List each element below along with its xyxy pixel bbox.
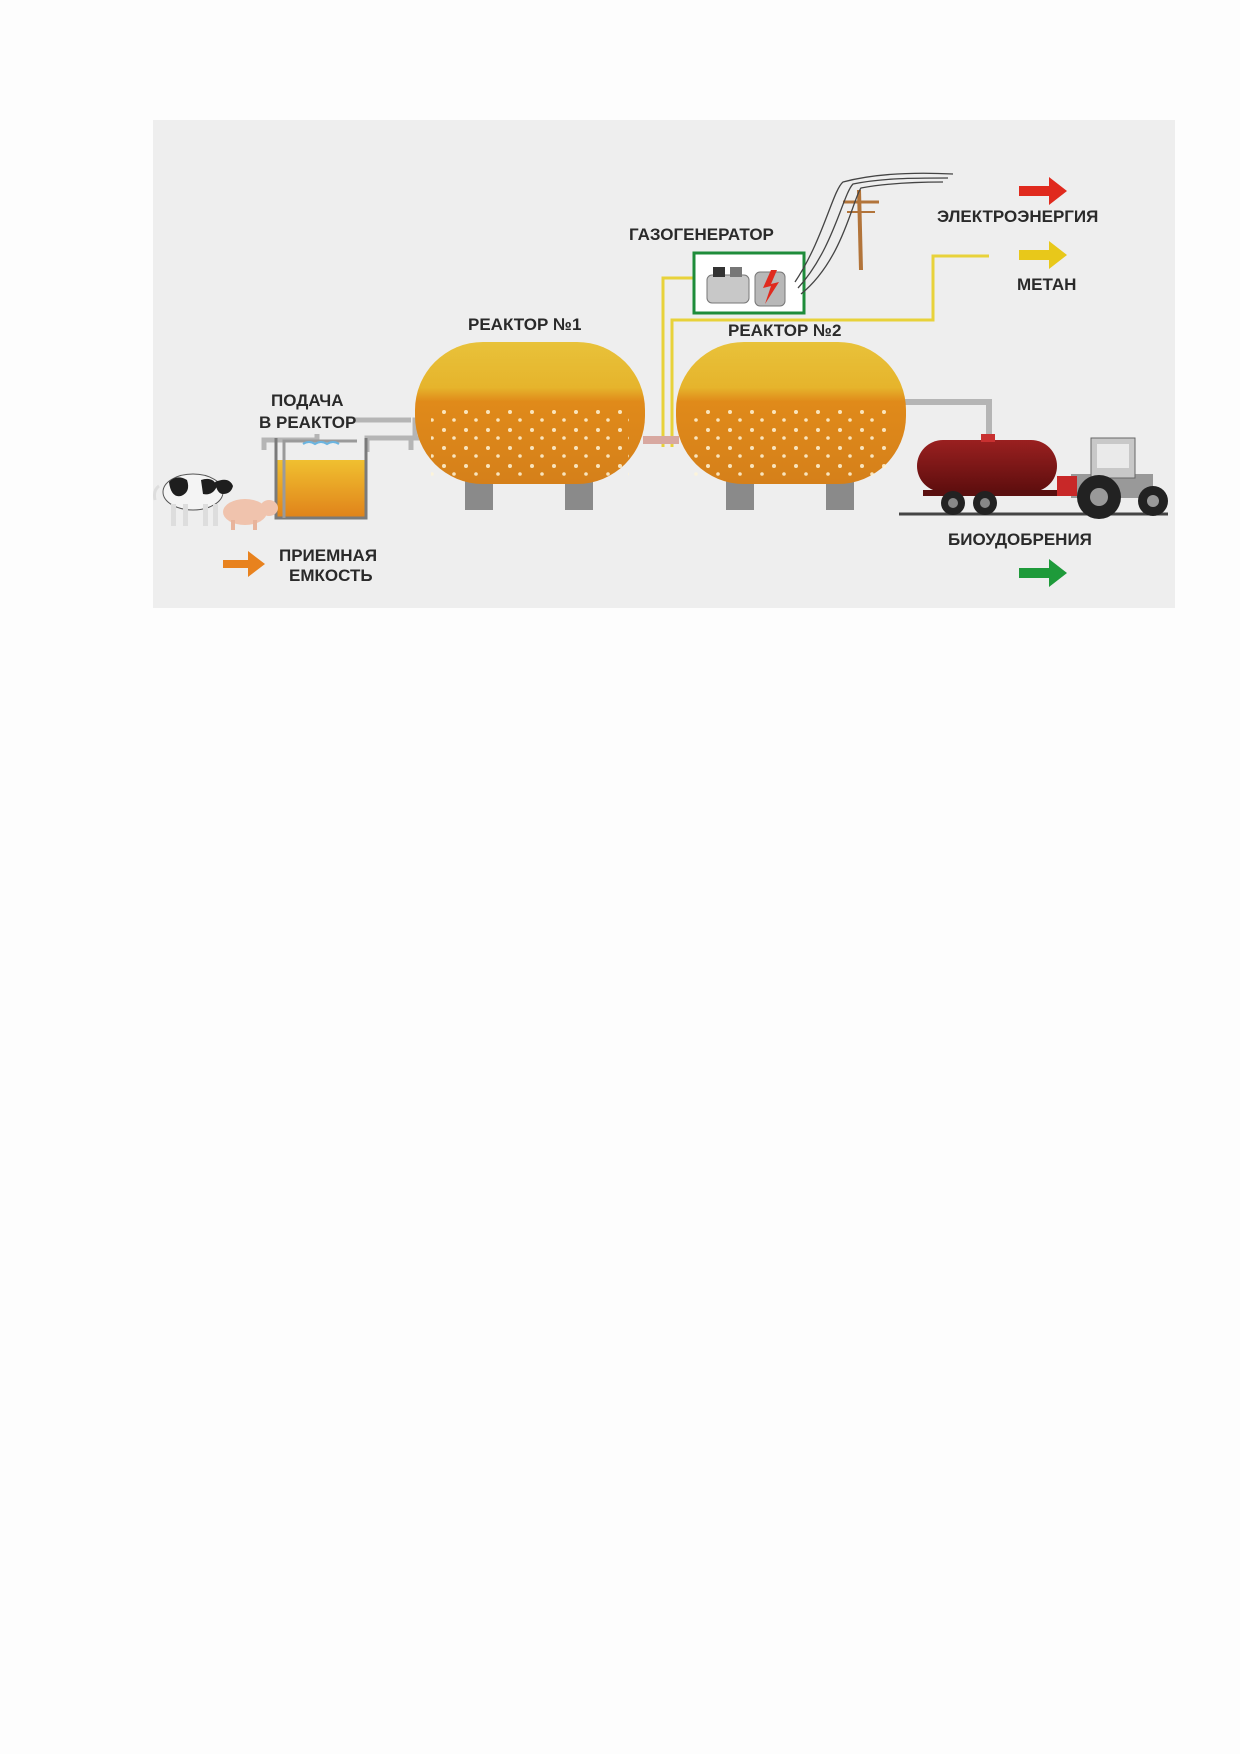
reactor1-supports xyxy=(465,480,593,510)
methane-arrow xyxy=(1019,241,1067,269)
generator-icon xyxy=(692,251,806,315)
power-cables xyxy=(794,172,954,295)
cow-icon xyxy=(153,473,233,526)
receiving-tank xyxy=(274,438,368,520)
label-electricity: ЭЛЕКТРОЭНЕРГИЯ xyxy=(937,207,1098,226)
tractor-icon xyxy=(1057,437,1168,519)
label-receiving-tank-line2: ЕМКОСТЬ xyxy=(289,566,373,585)
reactor2-supports xyxy=(726,480,854,510)
label-gas-generator: ГАЗОГЕНЕРАТОР xyxy=(629,225,774,244)
reactor-2 xyxy=(676,342,906,484)
gas-pipe-to-generator xyxy=(661,276,693,447)
electricity-arrow xyxy=(1019,177,1067,205)
gas-pipe-methane xyxy=(670,254,989,447)
input-arrow xyxy=(223,551,265,577)
label-reactor-2: РЕАКТОР №2 xyxy=(728,321,841,340)
overflow-pipe xyxy=(905,399,992,439)
reactor-connector xyxy=(643,436,679,444)
biofertilizer-arrow xyxy=(1019,559,1067,587)
label-feed-line1: ПОДАЧА xyxy=(271,391,344,410)
label-reactor-1: РЕАКТОР №1 xyxy=(468,315,581,334)
reactor-1 xyxy=(415,342,645,484)
label-biofertilizer: БИОУДОБРЕНИЯ xyxy=(948,530,1092,549)
biogas-diagram: ПОДАЧА В РЕАКТОР РЕАКТОР №1 РЕАКТОР №2 Г… xyxy=(153,120,1175,608)
label-methane: МЕТАН xyxy=(1017,275,1076,294)
pig-icon xyxy=(223,499,278,530)
trailer-tank-icon xyxy=(917,434,1073,515)
label-receiving-tank-line1: ПРИЕМНАЯ xyxy=(279,546,377,565)
label-feed-line2: В РЕАКТОР xyxy=(259,413,356,432)
